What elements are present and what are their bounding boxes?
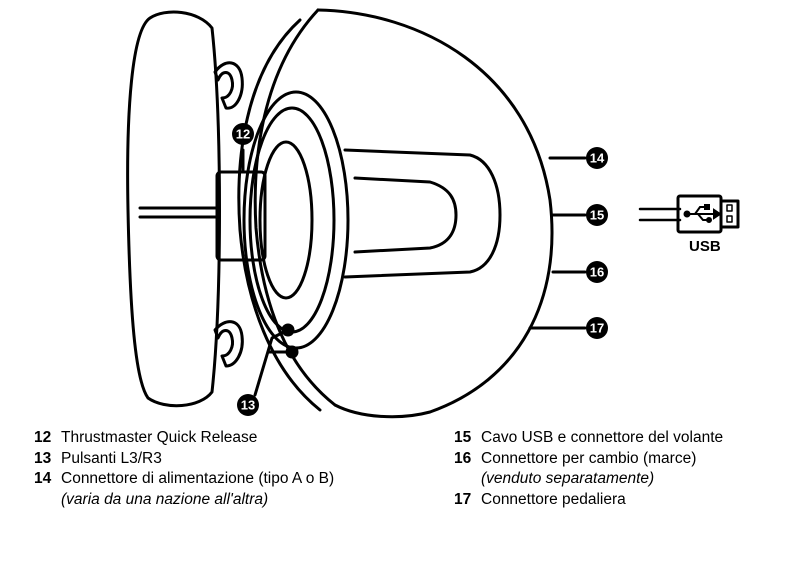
upper-paddle — [213, 61, 244, 110]
legend-text: Pulsanti L3/R3 — [61, 449, 162, 467]
legend-item-16: 16 Connettore per cambio (marce) (vendut… — [454, 449, 804, 490]
legend-text: Cavo USB e connettore del volante — [481, 429, 724, 446]
usb-symbol-icon — [683, 204, 722, 223]
legend-item-14: 14 Connettore di alimentazione (tipo A o… — [34, 469, 414, 510]
legend-text: Thrustmaster Quick Release — [61, 429, 258, 446]
usb-label: USB — [689, 238, 721, 255]
svg-text:12: 12 — [236, 127, 250, 142]
legend-text: Connettore di alimentazione (tipo A o B)… — [61, 469, 334, 510]
legend-text: Connettore per cambio (marce) (venduto s… — [481, 449, 696, 490]
wheel-side-illustration: USB 12 13 14 15 16 17 — [126, 8, 740, 419]
legend-item-13: 13 Pulsanti L3/R3 — [34, 449, 414, 470]
base-front-face — [237, 18, 322, 412]
legend-number: 14 — [34, 470, 52, 487]
callout-14: 14 — [586, 147, 608, 169]
legend-item-17: 17 Connettore pedaliera — [454, 490, 804, 511]
legend-note: (venduto separatamente) — [481, 470, 655, 487]
callout-13: 13 — [237, 394, 259, 416]
legend-number: 16 — [454, 449, 472, 467]
wheel-rim — [126, 10, 221, 408]
callout-12: 12 — [232, 123, 254, 145]
callout-15: 15 — [586, 204, 608, 226]
svg-text:15: 15 — [590, 208, 604, 223]
legend-number: 12 — [34, 429, 52, 446]
callout-16: 16 — [586, 261, 608, 283]
legend-note: (varia da una nazione all'altra) — [61, 490, 269, 508]
svg-text:14: 14 — [590, 151, 605, 166]
legend-text: Connettore pedaliera — [481, 490, 626, 508]
svg-text:16: 16 — [590, 265, 604, 280]
legend-left-column: 12 Thrustmaster Quick Release 13 Pulsant… — [34, 428, 414, 510]
housing-slot — [343, 148, 502, 279]
legend-number: 13 — [34, 449, 52, 467]
svg-text:13: 13 — [241, 398, 255, 413]
legend-right-column: 15 Cavo USB e connettore del volante 16 … — [454, 428, 804, 510]
legend-item-15: 15 Cavo USB e connettore del volante — [454, 428, 804, 449]
legend-item-12: 12 Thrustmaster Quick Release — [34, 428, 414, 449]
lower-paddle — [213, 320, 244, 368]
legend-number: 15 — [454, 429, 472, 446]
callout-17: 17 — [586, 317, 608, 339]
legend-number: 17 — [454, 490, 472, 508]
base-housing — [316, 8, 554, 419]
svg-text:17: 17 — [590, 321, 604, 336]
